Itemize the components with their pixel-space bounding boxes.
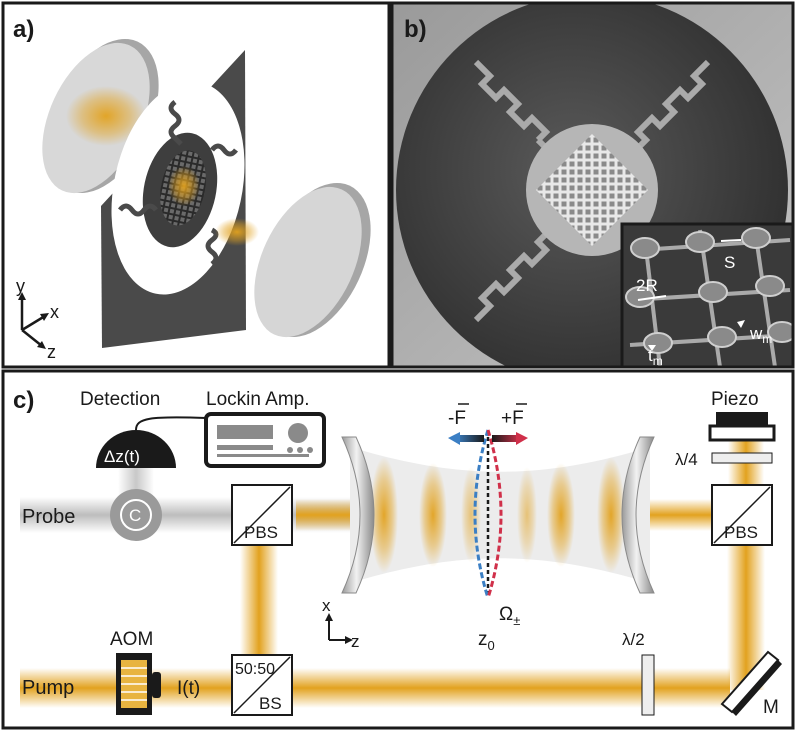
label-aom: AOM — [110, 629, 153, 650]
label-omega: Ω± — [499, 604, 520, 628]
pbs-left-diagonal — [233, 486, 291, 544]
label-half-wave: λ/2 — [622, 630, 645, 649]
panel-b-frame — [390, 1, 795, 369]
tm-marker-icon — [648, 345, 656, 351]
r-arrow-icon — [637, 295, 667, 301]
c-axis-label-z: z — [351, 632, 360, 651]
tether-top — [168, 100, 183, 146]
detector-label: Δz(t) — [104, 447, 140, 466]
aom-transducer — [152, 672, 161, 698]
force-plus-arrow-icon — [516, 432, 528, 445]
pbs-left-label: PBS — [244, 523, 278, 542]
beam-glow-2 — [215, 218, 259, 246]
c-axis-label-x: x — [322, 596, 331, 615]
sem-crystal — [536, 134, 648, 246]
panel-a-label: a) — [13, 16, 34, 43]
label-2r: 2R — [636, 276, 658, 295]
label-mirror: M — [763, 697, 779, 718]
y-arrow-icon — [18, 292, 26, 300]
bs-diagonal — [233, 656, 291, 714]
label-force-minus: -F — [448, 408, 466, 429]
label-intensity: I(t) — [177, 678, 200, 699]
probe-beam — [20, 497, 350, 533]
panel-c-label: c) — [13, 387, 34, 414]
label-tm: tm — [648, 346, 663, 368]
lockin-display — [217, 425, 273, 439]
membrane-spot — [168, 166, 200, 206]
quarter-wave-plate — [711, 452, 773, 464]
force-plus-bar — [492, 435, 520, 442]
panel-a: y x z a) — [1, 1, 391, 369]
tether-right — [210, 143, 238, 157]
label-detection: Detection — [80, 389, 160, 410]
cavity-mirror-right — [621, 436, 655, 594]
label-quarter-wave: λ/4 — [675, 450, 698, 469]
detector-cable — [135, 416, 207, 431]
tether-sw — [473, 229, 551, 323]
cavity-mirror-left — [341, 436, 375, 594]
force-minus-bar — [456, 435, 484, 442]
z-arrow-icon — [37, 341, 46, 349]
circulator-arrow-icon — [120, 499, 152, 531]
panel-b-label: b) — [404, 16, 427, 43]
circulator-label: C — [129, 506, 141, 525]
pbs-right-diagonal — [713, 486, 771, 544]
half-wave-plate — [641, 654, 655, 716]
label-s: S — [724, 253, 735, 272]
label-piezo: Piezo — [711, 389, 759, 410]
fold-mirror-back — [732, 660, 782, 716]
force-minus-arrow-icon — [448, 432, 460, 445]
label-probe: Probe — [22, 506, 75, 528]
z-axis — [21, 329, 43, 347]
axis-label-z: z — [47, 342, 56, 362]
lockin-button-icon — [287, 447, 293, 453]
label-force-plus: +F — [501, 408, 524, 429]
membrane-plus-mode — [486, 429, 503, 599]
tether-ne — [633, 59, 711, 153]
pump-into-cavity — [296, 499, 350, 531]
pbs-right-label: PBS — [724, 523, 758, 542]
bs-ratio-label: 50:50 — [235, 661, 275, 678]
standing-wave — [370, 457, 625, 573]
tether-left — [118, 203, 158, 217]
circulator — [110, 489, 162, 541]
membrane-minus-mode — [473, 429, 490, 599]
c-z-arrow-icon — [345, 636, 353, 644]
label-z0: z0 — [478, 629, 495, 653]
axis-label-x: x — [50, 302, 59, 322]
left-mirror-spot — [66, 86, 146, 146]
lockin-bar — [217, 445, 273, 450]
lockin-button-icon — [297, 447, 303, 453]
pump-up-beam — [240, 540, 278, 660]
panel-c: c) -F +F — [1, 369, 795, 730]
x-arrow-icon — [40, 313, 49, 321]
x-axis — [21, 314, 46, 332]
lockin-knob-icon — [288, 423, 308, 443]
inset-disks — [625, 227, 793, 354]
inset-labels: S 2R wm tm — [636, 253, 772, 368]
bs-label: BS — [259, 694, 282, 713]
axes-a — [20, 297, 46, 347]
s-arrow-icon — [720, 239, 742, 242]
label-wm: wm — [749, 324, 772, 346]
right-mirror — [254, 186, 362, 338]
piezo — [716, 412, 768, 426]
lockin-button-icon — [307, 447, 313, 453]
lockin-amplifier — [204, 412, 326, 468]
label-pump: Pump — [22, 677, 74, 699]
lockin-strip — [217, 454, 309, 457]
aom-stripes — [121, 667, 147, 701]
sem-inset: S 2R wm tm — [620, 222, 795, 369]
label-lockin: Lockin Amp. — [206, 389, 310, 410]
c-x-arrow-icon — [325, 613, 333, 621]
piezo-mirror — [708, 424, 776, 442]
wm-marker-icon — [737, 320, 745, 328]
detector — [96, 430, 176, 468]
panel-b: S 2R wm tm b) — [390, 1, 795, 369]
axis-label-y: y — [16, 276, 25, 296]
